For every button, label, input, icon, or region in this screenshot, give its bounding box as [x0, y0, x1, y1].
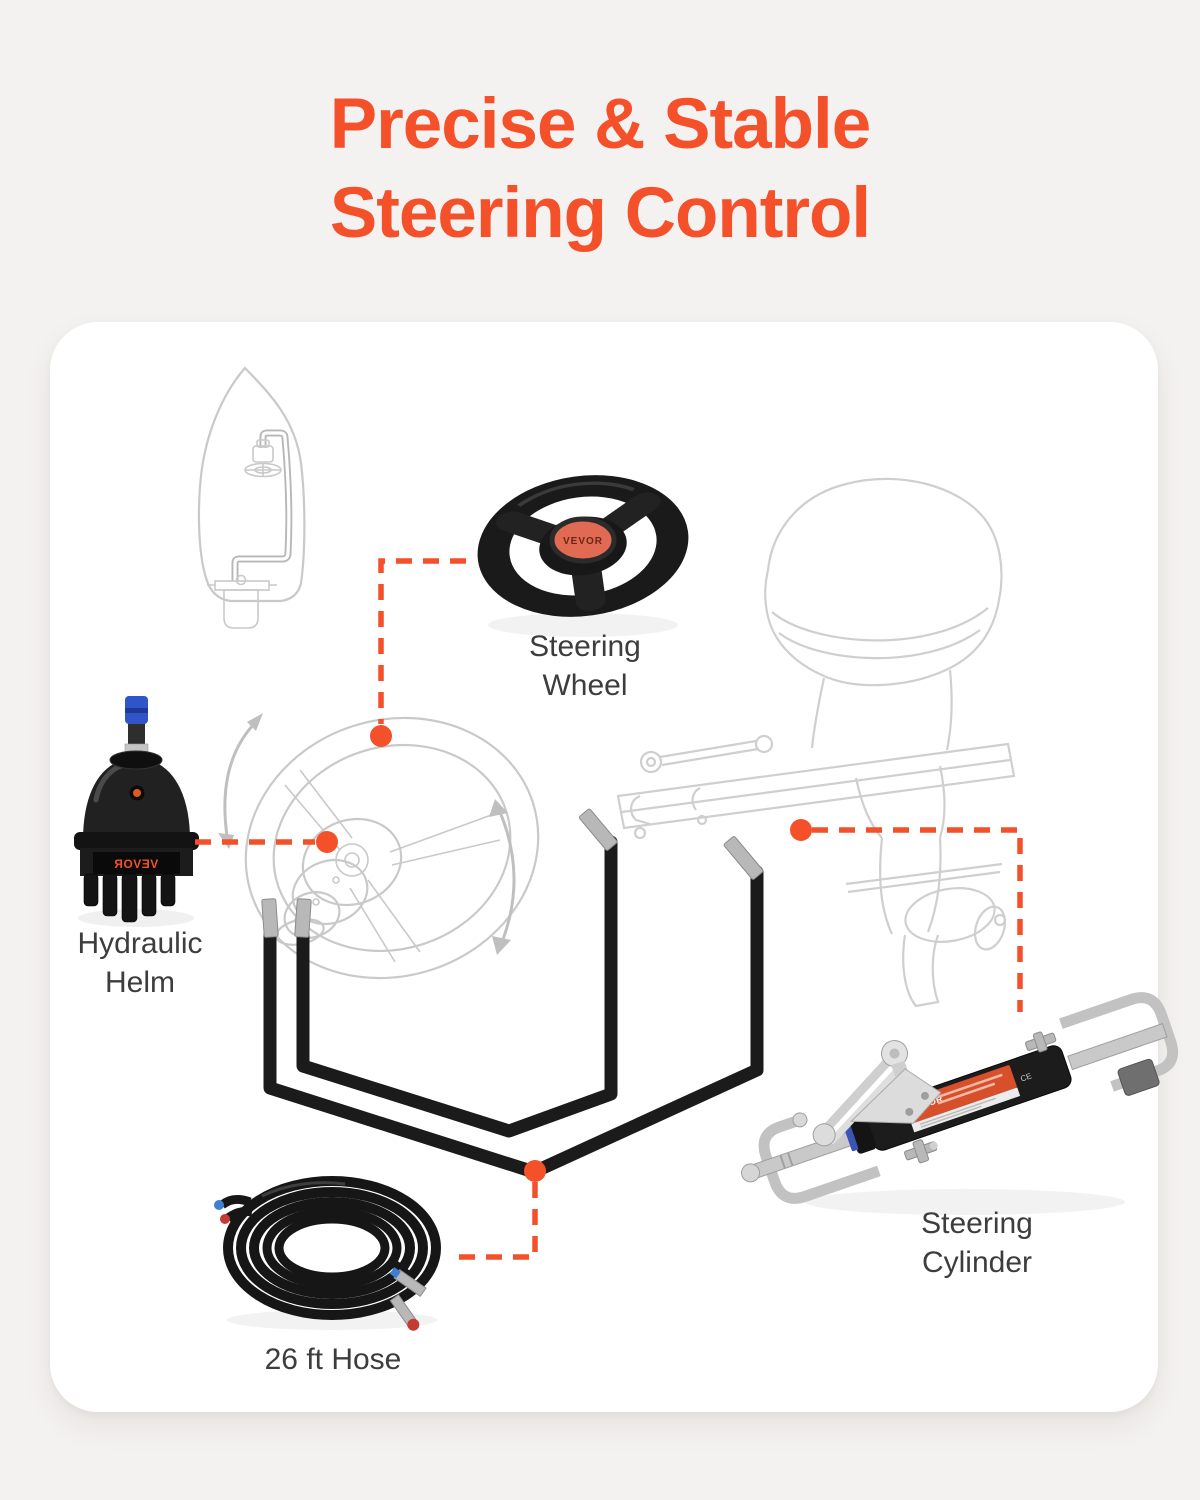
steering-cylinder-image: VEVOR CE [741, 992, 1179, 1215]
hydraulic-helm-label: Hydraulic Helm [77, 927, 203, 999]
cylinder-label: VEVOR CE [904, 1065, 1033, 1133]
anchor-dot-hose [524, 1160, 546, 1182]
outboard-motor-sketch [616, 477, 1016, 1008]
brand-logo-helm: VEVOR [114, 857, 159, 871]
boat-helm-icon [244, 439, 282, 478]
anchor-dot-steering-wheel [370, 725, 392, 747]
ghost-helm-wheel-sketch [244, 716, 540, 980]
hose-end-blue [214, 1200, 224, 1210]
connector-steering-wheel [378, 558, 466, 724]
brand-logo-wheel: VEVOR [563, 536, 603, 547]
connector-hose [448, 1182, 538, 1260]
boat-top-view-sketch [197, 366, 306, 629]
steering-cylinder-label: Steering Cylinder [921, 1207, 1033, 1279]
anchor-dot-hydraulic-helm [316, 831, 338, 853]
helm-ports [83, 873, 176, 923]
svg-text:CE: CE [1019, 1071, 1032, 1083]
steering-wheel-label: Steering Wheel [529, 630, 641, 702]
title-line-2: Steering Control [329, 174, 871, 253]
connector-lines [195, 558, 1023, 1260]
steering-wheel-image: VEVOR [477, 475, 689, 637]
hose-end-red [220, 1214, 230, 1224]
anchor-dot-steering-cylinder [790, 819, 812, 841]
page-title: Precise & Stable Steering Control [0, 80, 1200, 258]
hose-fitting-helm-left [261, 898, 312, 938]
connector-steering-cylinder [812, 827, 1023, 1012]
hydraulic-helm-image: VEVOR [74, 696, 199, 927]
hose-coil-image [214, 1176, 441, 1331]
hose-label: 26 ft Hose [264, 1343, 402, 1376]
title-line-1: Precise & Stable [329, 85, 871, 164]
boat-motor-icon [207, 574, 277, 629]
hose-fitting-cylinder-left [578, 808, 618, 851]
hose-fitting-cylinder-right [723, 836, 764, 880]
